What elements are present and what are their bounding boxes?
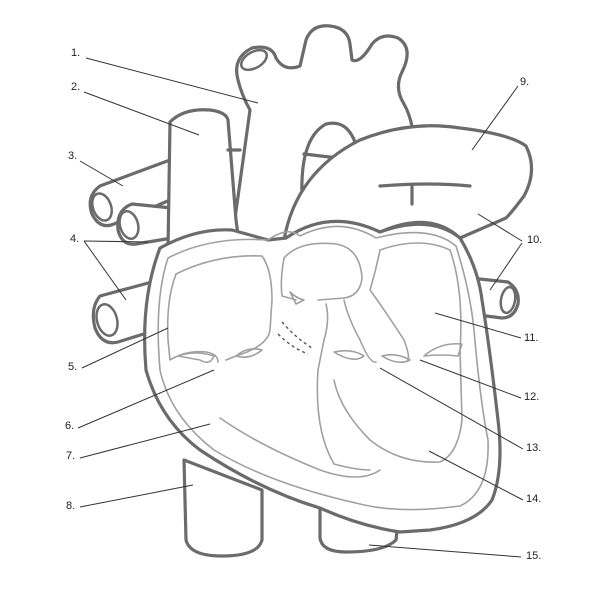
leader-line-6: [77, 369, 215, 429]
leader-line-8: [79, 484, 194, 508]
leader-line-1: [85, 57, 259, 104]
label-7: 7.: [66, 450, 75, 462]
leader-line-5: [81, 327, 169, 369]
label-1: 1.: [71, 47, 80, 59]
leader-line-10b: [489, 242, 523, 291]
leader-line-9: [471, 85, 519, 151]
heart-body: [143, 219, 502, 534]
leader-lines: [77, 57, 524, 558]
label-5: 5.: [68, 361, 77, 373]
label-2: 2.: [71, 81, 80, 93]
leader-line-2: [83, 91, 200, 136]
pulmonary-artery: [282, 124, 534, 242]
left-pulmonary-veins: [88, 158, 174, 345]
leader-line-4b: [83, 240, 127, 301]
leader-line-7: [79, 423, 211, 459]
leader-line-11: [434, 312, 522, 339]
label-14: 14.: [526, 493, 541, 505]
heart-interior: [157, 225, 489, 511]
number-labels: 1. 2. 3. 4. 5. 6. 7. 8. 9. 10. 11. 12. 13. 14. 15.: [65, 47, 542, 562]
label-13: 13.: [526, 442, 541, 454]
label-15: 15.: [526, 550, 541, 562]
leader-line-10: [477, 213, 523, 242]
leader-line-3: [79, 160, 124, 187]
leader-line-4: [83, 240, 149, 243]
leader-line-14: [428, 450, 524, 501]
label-4: 4.: [70, 233, 79, 245]
label-6: 6.: [65, 420, 74, 432]
label-12: 12.: [524, 391, 539, 403]
superior-vena-cava: [166, 108, 242, 252]
leader-line-12: [419, 359, 522, 399]
leader-line-13: [379, 367, 524, 450]
label-11: 11.: [524, 332, 538, 344]
label-10: 10.: [527, 234, 542, 246]
label-3: 3.: [68, 150, 77, 162]
leader-line-15: [368, 544, 522, 558]
label-8: 8.: [66, 500, 75, 512]
label-9: 9.: [520, 76, 529, 88]
